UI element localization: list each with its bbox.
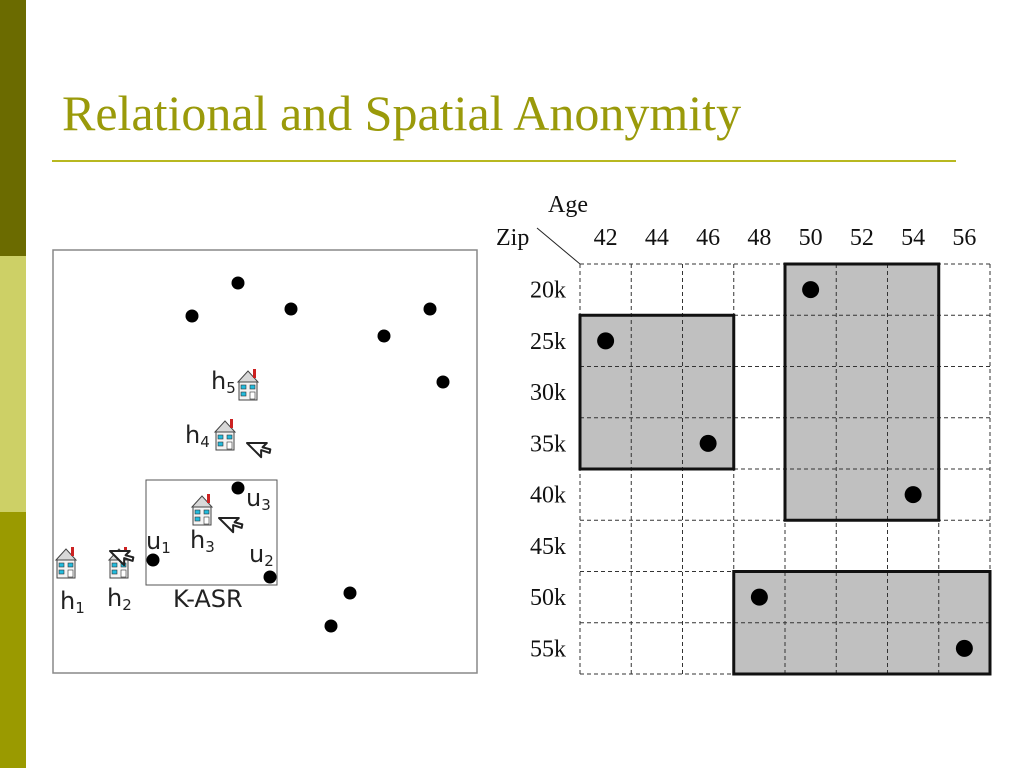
zip-header: 45k bbox=[530, 534, 566, 560]
k-asr-region bbox=[145, 479, 278, 586]
group-border bbox=[732, 570, 992, 676]
location-points bbox=[146, 276, 450, 633]
house-h2: h2 bbox=[107, 546, 132, 614]
location-dot bbox=[231, 481, 245, 495]
k-asr-label: K-ASR bbox=[173, 585, 243, 613]
record-dot bbox=[802, 281, 820, 299]
group-fill bbox=[785, 264, 939, 521]
zip-header: 30k bbox=[530, 380, 566, 406]
house-subscript: 5 bbox=[226, 379, 236, 397]
title-divider bbox=[52, 160, 956, 162]
location-dot bbox=[231, 276, 245, 290]
location-dot bbox=[146, 553, 160, 567]
location-dot bbox=[185, 309, 199, 323]
record-points bbox=[597, 281, 973, 657]
age-header: 50 bbox=[799, 225, 823, 251]
age-header: 42 bbox=[594, 225, 618, 251]
house-label: h bbox=[211, 367, 226, 395]
zip-header: 40k bbox=[530, 483, 566, 509]
house-subscript: 2 bbox=[122, 596, 132, 614]
user-subscript: 3 bbox=[261, 496, 271, 514]
house-label: h bbox=[60, 587, 75, 615]
record-dot bbox=[904, 486, 922, 504]
svg-text:h4: h4 bbox=[185, 421, 210, 451]
side-bar-olive bbox=[0, 512, 26, 768]
age-header: 44 bbox=[645, 225, 669, 251]
house-subscript: 3 bbox=[205, 538, 215, 556]
age-header: 48 bbox=[747, 225, 771, 251]
spatial-area-frame bbox=[52, 249, 478, 674]
record-dot bbox=[699, 434, 717, 452]
record-dot bbox=[955, 639, 973, 657]
group-borders bbox=[578, 262, 992, 676]
location-dot bbox=[343, 586, 357, 600]
location-dot bbox=[324, 619, 338, 633]
house-label: h bbox=[190, 526, 205, 554]
age-header: 46 bbox=[696, 225, 720, 251]
zip-axis-label: Zip bbox=[496, 225, 529, 251]
zip-headers: 20k 25k 30k 35k 40k 45k 50k 55k bbox=[530, 278, 566, 663]
location-dot bbox=[377, 329, 391, 343]
svg-text:h5: h5 bbox=[211, 367, 236, 397]
user-subscript: 1 bbox=[161, 539, 171, 557]
group-border bbox=[578, 313, 736, 471]
zip-header: 35k bbox=[530, 431, 566, 457]
age-axis-label: Age bbox=[548, 192, 588, 218]
house-subscript: 1 bbox=[75, 599, 85, 617]
house-h4: h4 bbox=[185, 418, 236, 451]
group-border bbox=[783, 262, 941, 522]
side-bar-dark bbox=[0, 0, 26, 256]
svg-text:h2: h2 bbox=[107, 584, 132, 614]
house-label: h bbox=[107, 584, 122, 612]
house-label: h bbox=[185, 421, 200, 449]
house-h5: h5 bbox=[211, 367, 259, 401]
user-label: u bbox=[246, 484, 261, 512]
house-h1: h1 bbox=[55, 546, 85, 617]
user-u2: u2 bbox=[249, 540, 274, 570]
age-headers: 42 44 46 48 50 52 54 56 bbox=[594, 225, 977, 251]
location-dot bbox=[423, 302, 437, 316]
house-h3: h3 bbox=[190, 493, 215, 556]
page-title: Relational and Spatial Anonymity bbox=[62, 85, 742, 141]
location-dot bbox=[263, 570, 277, 584]
zip-header: 50k bbox=[530, 585, 566, 611]
user-u1: u1 bbox=[146, 527, 171, 557]
house-subscript: 4 bbox=[200, 433, 210, 451]
corner-diagonal bbox=[536, 227, 581, 265]
age-header: 54 bbox=[901, 225, 925, 251]
location-dot bbox=[436, 375, 450, 389]
record-dot bbox=[597, 332, 615, 350]
user-subscript: 2 bbox=[264, 552, 274, 570]
user-label: u bbox=[249, 540, 264, 568]
svg-text:h1: h1 bbox=[60, 587, 85, 617]
zip-header: 55k bbox=[530, 636, 566, 662]
zip-header: 25k bbox=[530, 329, 566, 355]
user-label: u bbox=[146, 527, 161, 555]
svg-text:h3: h3 bbox=[190, 526, 215, 556]
record-dot bbox=[750, 588, 768, 606]
location-dot bbox=[284, 302, 298, 316]
zip-header: 20k bbox=[530, 278, 566, 304]
side-bar-light bbox=[0, 256, 26, 512]
age-header: 56 bbox=[952, 225, 976, 251]
age-header: 52 bbox=[850, 225, 874, 251]
user-u3: u3 bbox=[246, 484, 271, 514]
